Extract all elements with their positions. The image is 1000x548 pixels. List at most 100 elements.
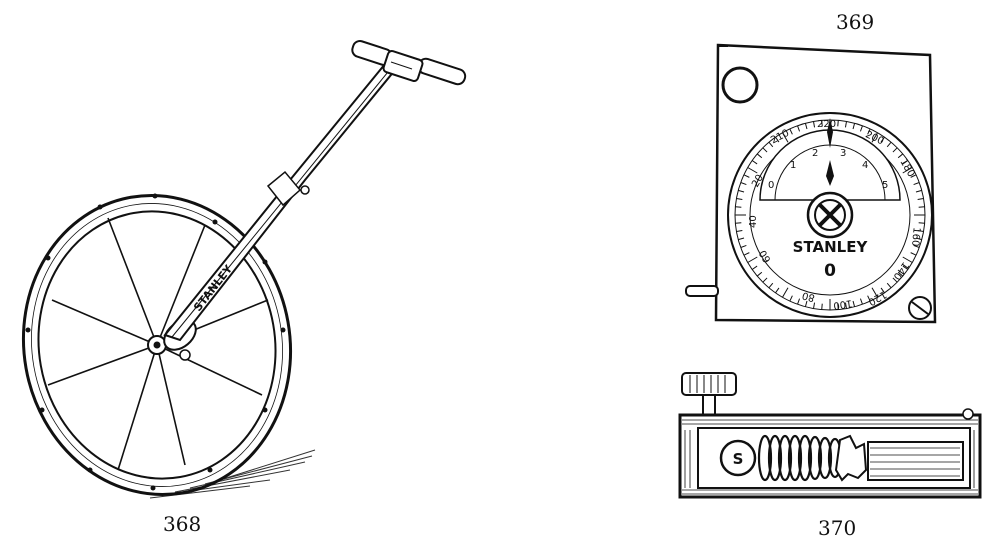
dial-tick — [897, 153, 904, 159]
dial-tick — [738, 189, 745, 193]
spring-disc — [719, 439, 757, 477]
dial-tick — [775, 287, 780, 294]
dial-tick — [762, 147, 768, 153]
dial-tick — [740, 182, 747, 186]
dial-tick — [892, 277, 898, 283]
dial-tick — [867, 295, 871, 302]
figure-368-label: 368 — [163, 512, 202, 536]
dial-tick — [913, 244, 920, 248]
inner-scale-1: 1 — [790, 160, 796, 171]
inner-scale-5: 5 — [882, 180, 888, 191]
dial-tick — [859, 125, 863, 132]
dial-tick — [902, 265, 909, 270]
dial-tick — [837, 120, 839, 127]
dial-tick — [852, 300, 856, 307]
dial-tick — [735, 222, 742, 224]
dial-tick — [844, 302, 847, 309]
dial-tick — [913, 182, 920, 186]
dial-tick — [747, 167, 758, 174]
dial-tick — [762, 277, 768, 283]
outer-scale-1: 220 — [817, 119, 836, 130]
outer-scale-10: 40 — [748, 215, 759, 228]
outer-scale-4: 160 — [909, 227, 922, 247]
dial-tick — [915, 189, 922, 193]
dial-tick — [902, 256, 913, 263]
dial-tick — [918, 222, 925, 224]
dial-tick — [756, 153, 763, 159]
dial-brand-text: STANLEY — [793, 238, 869, 256]
dial-tick — [859, 298, 863, 305]
dial-tick — [910, 174, 917, 178]
casing-hatching — [682, 419, 978, 495]
figure-369-label: 369 — [836, 10, 875, 34]
dial-pointer-inner — [826, 160, 834, 186]
dial-tick — [775, 136, 780, 143]
t-grip-handle — [351, 40, 467, 86]
dial-tick — [751, 160, 758, 165]
rim-rivets — [25, 193, 286, 491]
dial-tick — [821, 303, 823, 310]
dial-tick — [902, 160, 909, 165]
inner-scale-4: 4 — [862, 160, 868, 171]
dial-tick — [736, 198, 743, 201]
dial-tick — [813, 302, 816, 309]
dial-tick — [768, 282, 774, 289]
dial-tick-marks — [735, 120, 925, 310]
measuring-wheel-illustration: STANLEY — [21, 40, 467, 499]
figure-370-label: 370 — [818, 516, 857, 540]
dial-tick — [880, 287, 885, 294]
dial-tick — [743, 174, 750, 178]
dial-tick — [768, 141, 774, 148]
dial-tick — [917, 229, 924, 232]
dial-tick — [880, 136, 885, 143]
dial-tick — [844, 121, 847, 128]
dial-tick — [736, 229, 743, 232]
dial-tick — [756, 271, 763, 277]
inner-scale-0: 0 — [768, 180, 774, 191]
dial-tick — [735, 206, 742, 208]
dial-tick — [892, 147, 898, 153]
ratchet-plate — [834, 434, 868, 482]
wheel-rim-inner — [37, 210, 277, 480]
dial-tick — [915, 237, 922, 241]
wheel-rim-outer — [21, 193, 293, 497]
side-pin — [685, 285, 719, 297]
dial-tick — [789, 128, 793, 135]
coil-spring — [757, 434, 843, 482]
dial-tick — [897, 271, 904, 277]
outer-scale-7: 100 — [832, 297, 852, 311]
dial-tick — [747, 256, 758, 263]
dial-tick — [910, 252, 917, 256]
dial-tick — [821, 120, 823, 127]
dial-face-illustration: 210 220 200 180 160 140 120 100 80 60 40… — [685, 43, 937, 324]
dial-tick — [813, 121, 816, 128]
dial-tick — [852, 123, 856, 130]
dial-tick — [804, 300, 808, 307]
dial-tick — [886, 141, 892, 148]
shaft-brand-text: STANLEY — [191, 262, 236, 314]
outer-scale-8: 80 — [801, 289, 816, 303]
dial-tick — [782, 132, 789, 143]
dial-tick — [804, 123, 808, 130]
dial-tick — [837, 303, 839, 310]
dial-tick — [918, 206, 925, 208]
dial-tick — [871, 132, 878, 143]
dial-tick — [789, 295, 793, 302]
dial-tick — [738, 237, 745, 241]
dial-pointer-top — [827, 118, 833, 148]
dial-tick — [751, 265, 758, 270]
dial-tick — [740, 244, 747, 248]
dial-tick — [917, 198, 924, 201]
dial-tick — [871, 287, 878, 298]
spring-disc-label: S — [733, 450, 744, 468]
dial-tick — [867, 128, 871, 135]
inner-scale-2: 2 — [812, 148, 818, 159]
dial-tick — [743, 252, 750, 256]
dial-tick — [886, 282, 892, 289]
dial-tick — [782, 287, 789, 298]
dial-tick — [902, 167, 913, 174]
inner-scale-3: 3 — [840, 148, 846, 159]
dial-zero-label: 0 — [824, 261, 836, 281]
corner-knob-top — [721, 66, 759, 104]
